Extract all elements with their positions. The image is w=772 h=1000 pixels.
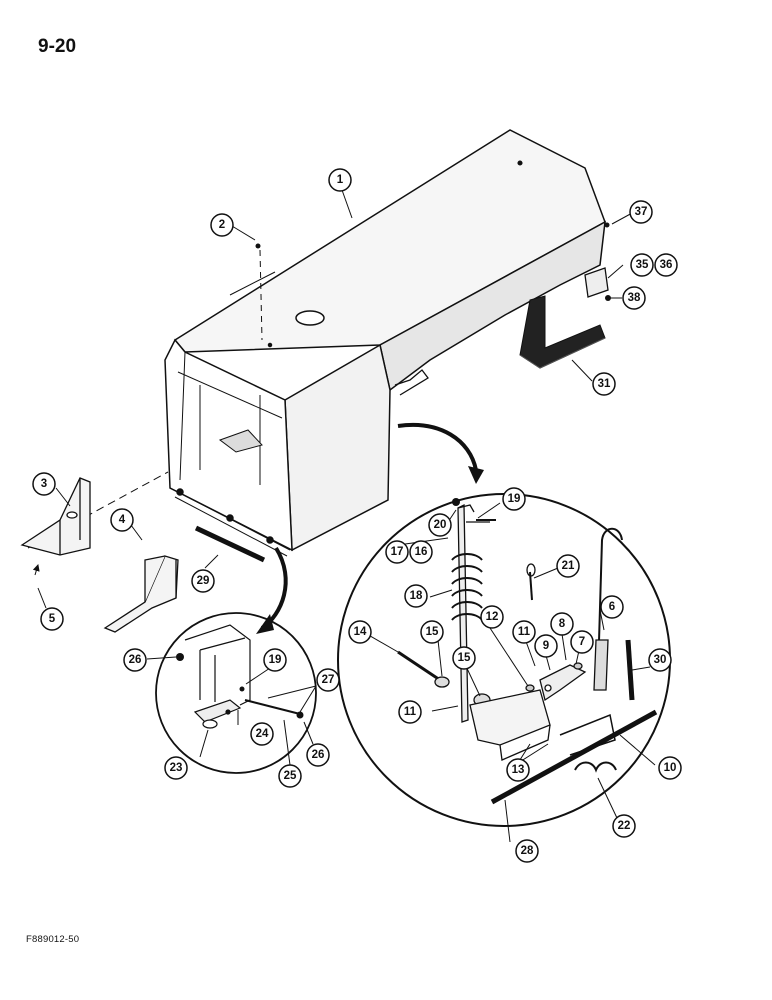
- svg-text:13: 13: [512, 764, 525, 776]
- callout-25: 25: [278, 764, 302, 788]
- svg-text:24: 24: [256, 728, 269, 740]
- callout-13: 13: [506, 758, 530, 782]
- svg-text:20: 20: [434, 519, 447, 531]
- callout-24: 24: [250, 722, 274, 746]
- svg-text:5: 5: [49, 613, 56, 625]
- svg-text:19: 19: [508, 493, 521, 505]
- svg-text:14: 14: [354, 626, 367, 638]
- svg-text:2: 2: [219, 219, 225, 231]
- callout-16: 16: [409, 540, 433, 564]
- svg-text:8: 8: [559, 618, 566, 630]
- hood-inner-bracket: [218, 429, 263, 453]
- detail-circle-left: [155, 612, 317, 774]
- svg-text:11: 11: [518, 626, 531, 638]
- svg-text:22: 22: [618, 820, 631, 832]
- callout-14: 14: [348, 620, 372, 644]
- callout-36: 36: [654, 253, 678, 277]
- svg-text:7: 7: [579, 636, 585, 648]
- callout-9: 9: [534, 634, 558, 658]
- svg-text:31: 31: [598, 378, 611, 390]
- svg-text:21: 21: [562, 560, 575, 572]
- bracket-4: [103, 555, 179, 633]
- callout-38: 38: [622, 286, 646, 310]
- callout-26-left-a: 26: [123, 648, 147, 672]
- callout-11-b: 11: [398, 700, 422, 724]
- callout-29: 29: [191, 569, 215, 593]
- callout-30: 30: [648, 648, 672, 672]
- hood-top-hole: [295, 310, 325, 326]
- callout-22: 22: [612, 814, 636, 838]
- callout-2: 2: [210, 213, 234, 237]
- callout-27: 27: [316, 668, 340, 692]
- callout-31: 31: [592, 372, 616, 396]
- callout-15-a: 15: [420, 620, 444, 644]
- svg-text:9: 9: [543, 640, 549, 652]
- pad-35-36: [584, 267, 609, 298]
- svg-text:15: 15: [426, 626, 439, 638]
- svg-text:4: 4: [119, 514, 126, 526]
- svg-text:15: 15: [458, 652, 471, 664]
- callout-20: 20: [428, 513, 452, 537]
- figure-code: F889012-50: [26, 934, 80, 945]
- svg-text:36: 36: [660, 259, 673, 271]
- callout-6: 6: [600, 595, 624, 619]
- callout-19-right: 19: [502, 487, 526, 511]
- svg-text:27: 27: [322, 674, 335, 686]
- bracket-3: [20, 477, 91, 556]
- svg-text:28: 28: [521, 845, 534, 857]
- callout-1: 1: [328, 168, 352, 192]
- callout-10: 10: [658, 756, 682, 780]
- callout-4: 4: [110, 508, 134, 532]
- callout-12: 12: [480, 605, 504, 629]
- callout-18: 18: [404, 584, 428, 608]
- callout-7: 7: [570, 630, 594, 654]
- svg-text:16: 16: [415, 546, 428, 558]
- strip-28: [490, 709, 658, 805]
- svg-text:37: 37: [635, 206, 648, 218]
- leader-lines: [37, 189, 656, 843]
- callout-15-b: 15: [452, 646, 476, 670]
- svg-text:26: 26: [129, 654, 142, 666]
- svg-text:23: 23: [170, 762, 183, 774]
- svg-text:29: 29: [197, 575, 210, 587]
- callout-5: 5: [40, 607, 64, 631]
- detail-circle-right: [337, 493, 671, 827]
- svg-text:19: 19: [269, 654, 282, 666]
- svg-text:35: 35: [636, 259, 649, 271]
- svg-text:17: 17: [391, 546, 404, 558]
- callout-19-left: 19: [263, 648, 287, 672]
- callout-11-a: 11: [512, 620, 536, 644]
- callout-28: 28: [515, 839, 539, 863]
- hood-assembly: [27, 129, 606, 557]
- callout-3: 3: [32, 472, 56, 496]
- svg-text:18: 18: [410, 590, 423, 602]
- page-number: 9-20: [38, 36, 77, 57]
- callout-26-left-b: 26: [306, 743, 330, 767]
- callout-17: 17: [385, 540, 409, 564]
- svg-text:38: 38: [628, 292, 641, 304]
- hood-rear-handle: [394, 369, 429, 396]
- svg-text:25: 25: [284, 770, 297, 782]
- callout-37: 37: [629, 200, 653, 224]
- svg-text:10: 10: [664, 762, 677, 774]
- svg-text:6: 6: [609, 601, 615, 613]
- callout-21: 21: [556, 554, 580, 578]
- svg-text:12: 12: [486, 611, 499, 623]
- svg-text:30: 30: [654, 654, 667, 666]
- svg-text:26: 26: [312, 749, 325, 761]
- callout-8: 8: [550, 612, 574, 636]
- callout-23: 23: [164, 756, 188, 780]
- svg-text:11: 11: [404, 706, 417, 718]
- svg-text:3: 3: [41, 478, 47, 490]
- svg-text:1: 1: [337, 174, 344, 186]
- hood-front-panel: [284, 343, 391, 552]
- callout-35: 35: [630, 253, 654, 277]
- strip-29: [194, 525, 266, 563]
